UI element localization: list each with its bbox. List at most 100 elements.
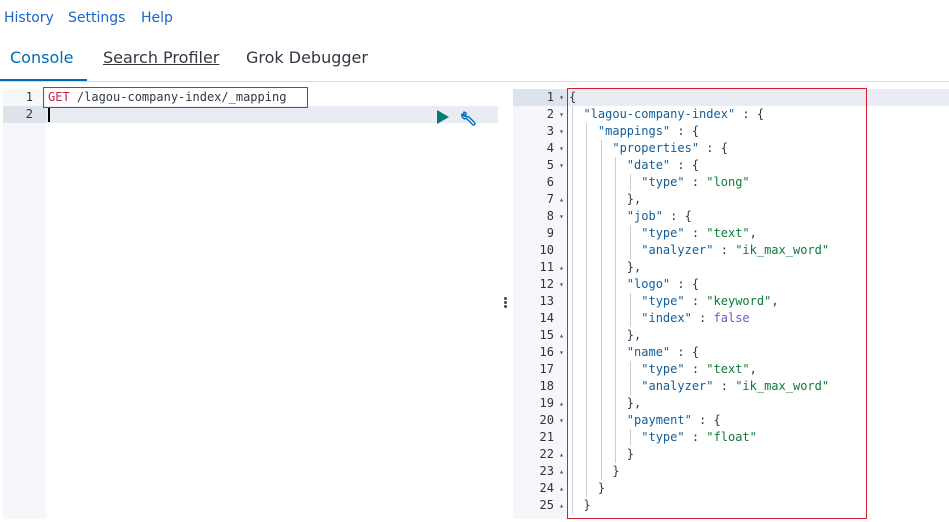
- punctuation: }: [569, 498, 591, 512]
- line-number: 5▾: [546, 158, 564, 172]
- active-line-highlight: [46, 106, 498, 123]
- response-line: "type" : "keyword",: [569, 293, 778, 310]
- history-link[interactable]: History: [4, 10, 54, 26]
- line-number: 2: [25, 107, 33, 121]
- fold-toggle-icon[interactable]: ▴: [559, 331, 564, 340]
- line-number: 10: [539, 243, 554, 257]
- fold-toggle-icon[interactable]: ▾: [559, 161, 564, 170]
- fold-toggle-icon[interactable]: ▴: [559, 263, 564, 272]
- response-line: }: [569, 480, 605, 497]
- response-line: "type" : "text",: [569, 361, 757, 378]
- punctuation: },: [569, 192, 642, 206]
- response-line: "lagou-company-index" : {: [569, 106, 764, 123]
- line-number: 15▴: [539, 328, 564, 342]
- punctuation: [569, 209, 627, 223]
- wrench-icon[interactable]: [460, 109, 478, 127]
- punctuation: [569, 413, 627, 427]
- tab-console[interactable]: Console: [10, 48, 74, 67]
- line-number: 18: [539, 379, 554, 393]
- punctuation: :: [691, 311, 714, 325]
- fold-toggle-icon[interactable]: ▾: [559, 416, 564, 425]
- active-line-gutter: [3, 106, 46, 123]
- response-line: "index" : false: [569, 310, 749, 327]
- response-line: },: [569, 395, 641, 412]
- punctuation: ,: [749, 226, 757, 240]
- line-number: 21: [539, 430, 554, 444]
- response-line: "name" : {: [569, 344, 699, 361]
- indent-guide: [629, 174, 631, 191]
- response-line: "analyzer" : "ik_max_word": [569, 378, 829, 395]
- indent-guide: [629, 429, 631, 446]
- punctuation: :: [684, 294, 707, 308]
- punctuation: }: [569, 464, 620, 478]
- fold-toggle-icon[interactable]: ▴: [559, 450, 564, 459]
- fold-toggle-icon[interactable]: ▴: [559, 501, 564, 510]
- line-number: 24▴: [539, 481, 564, 495]
- tab-grok-debugger[interactable]: Grok Debugger: [246, 48, 368, 67]
- punctuation: [569, 277, 627, 291]
- response-line: }: [569, 497, 591, 514]
- json-string: "float": [706, 430, 757, 444]
- fold-toggle-icon[interactable]: ▾: [559, 280, 564, 289]
- tab-search-profiler[interactable]: Search Profiler: [103, 48, 220, 67]
- request-line[interactable]: GET /lagou-company-index/_mapping: [48, 89, 286, 106]
- json-string: "ik_max_word": [735, 379, 830, 393]
- fold-toggle-icon[interactable]: ▾: [559, 144, 564, 153]
- punctuation: [569, 158, 627, 172]
- line-number: 12▾: [539, 277, 564, 291]
- json-key: "properties": [612, 141, 700, 155]
- punctuation: : {: [662, 209, 692, 223]
- line-number: 7▴: [546, 192, 564, 206]
- line-number: 2▾: [546, 107, 564, 121]
- json-key: "payment": [626, 413, 692, 427]
- response-line: "type" : "text",: [569, 225, 757, 242]
- punctuation: :: [713, 379, 736, 393]
- active-tab-indicator: [0, 79, 87, 81]
- response-editor[interactable]: 1▾{2▾ "lagou-company-index" : {3▾ "mappi…: [513, 88, 949, 519]
- fold-toggle-icon[interactable]: ▾: [559, 348, 564, 357]
- punctuation: : {: [735, 107, 765, 121]
- punctuation: : {: [670, 345, 700, 359]
- active-line-gutter: [513, 89, 567, 106]
- line-number: 9: [546, 226, 554, 240]
- fold-toggle-icon[interactable]: ▴: [559, 467, 564, 476]
- fold-toggle-icon[interactable]: ▾: [559, 110, 564, 119]
- settings-link[interactable]: Settings: [68, 10, 126, 26]
- json-string: "keyword": [706, 294, 772, 308]
- help-link[interactable]: Help: [141, 10, 173, 26]
- active-line-highlight: [567, 89, 949, 106]
- fold-toggle-icon[interactable]: ▴: [559, 484, 564, 493]
- response-line: },: [569, 191, 641, 208]
- top-menu: History Settings Help: [0, 0, 949, 34]
- line-number: 6: [546, 175, 554, 189]
- http-method: GET: [48, 90, 70, 104]
- line-number: 13: [539, 294, 554, 308]
- punctuation: :: [684, 362, 707, 376]
- line-number: 25▴: [539, 498, 564, 512]
- fold-toggle-icon[interactable]: ▾: [559, 127, 564, 136]
- line-number: 4▾: [546, 141, 564, 155]
- line-number: 14: [539, 311, 554, 325]
- response-line: {: [569, 89, 576, 106]
- punctuation: :: [684, 175, 707, 189]
- punctuation: },: [569, 396, 642, 410]
- fold-toggle-icon[interactable]: ▾: [559, 93, 564, 102]
- fold-toggle-icon[interactable]: ▴: [559, 399, 564, 408]
- json-key: "index": [641, 311, 692, 325]
- json-key: "job": [626, 209, 663, 223]
- line-number: 3▾: [546, 124, 564, 138]
- json-key: "lagou-company-index": [583, 107, 736, 121]
- fold-toggle-icon[interactable]: ▾: [559, 212, 564, 221]
- punctuation: : {: [670, 277, 700, 291]
- play-icon[interactable]: [436, 110, 450, 124]
- response-line: "mappings" : {: [569, 123, 699, 140]
- response-editor-gutter: [513, 89, 567, 519]
- panel-resize-handle[interactable]: [502, 296, 508, 312]
- json-string: "text": [706, 226, 750, 240]
- fold-toggle-icon[interactable]: ▴: [559, 195, 564, 204]
- request-editor[interactable]: 1 2 GET /lagou-company-index/_mapping: [3, 87, 498, 519]
- indent-guide: [586, 123, 588, 497]
- punctuation: : {: [670, 158, 700, 172]
- response-line: "payment" : {: [569, 412, 721, 429]
- punctuation: :: [684, 226, 707, 240]
